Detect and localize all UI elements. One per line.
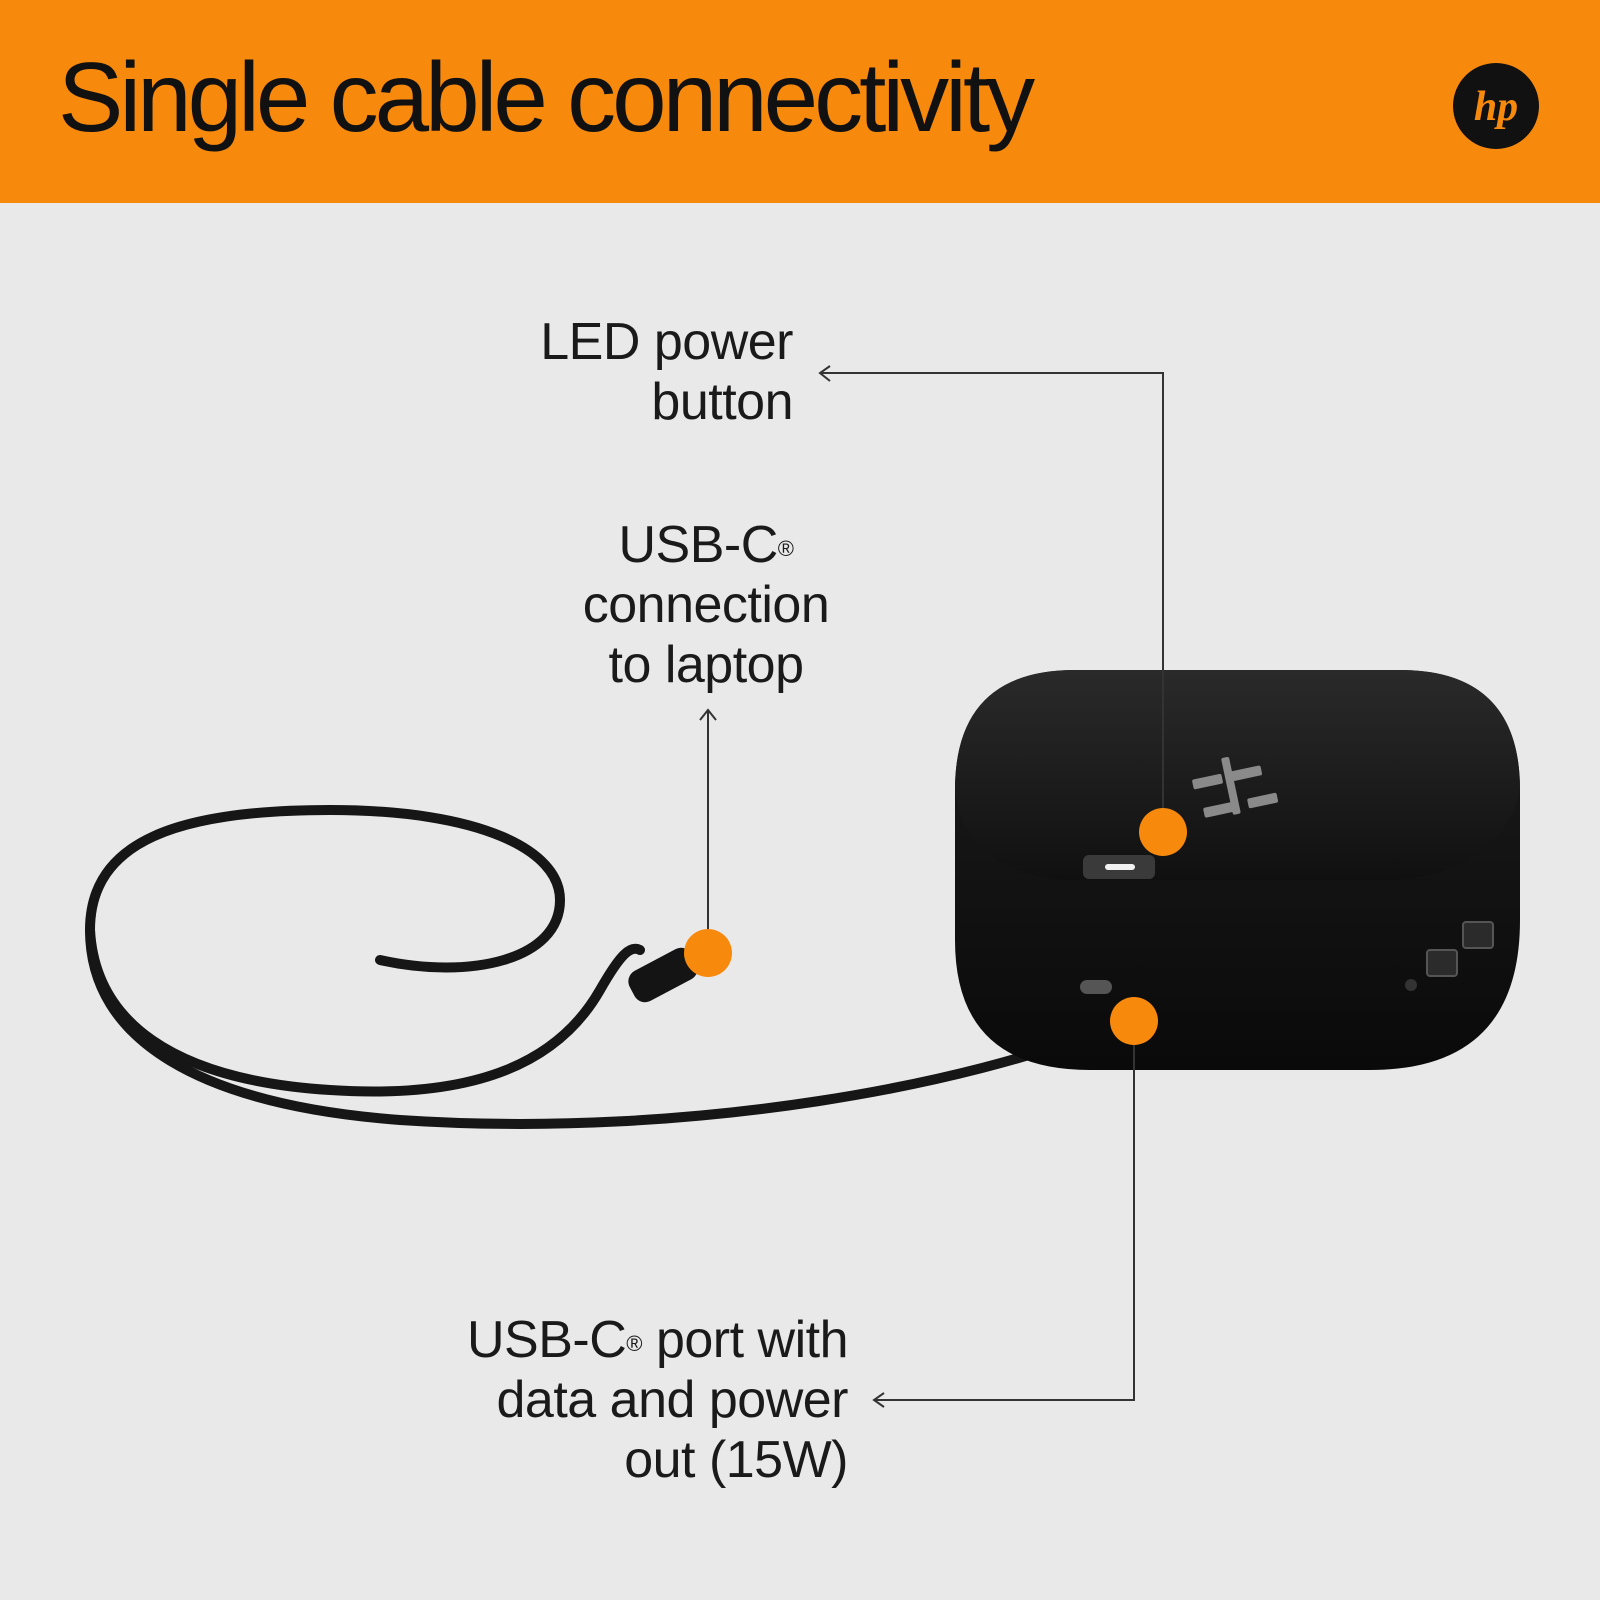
callout-usb-c-port: USB-C® port with data and power out (15W…	[400, 1310, 849, 1490]
usb-a-port	[1462, 921, 1494, 949]
usb-c-port	[1080, 980, 1112, 994]
orange-dot-icon	[684, 929, 732, 977]
header-bar: Single cable connectivity hp	[0, 0, 1600, 203]
arrow-head-icon	[699, 708, 717, 721]
orange-dot-icon	[1139, 808, 1187, 856]
callout-line: connection	[582, 576, 830, 634]
usb-c-cable	[84, 804, 1105, 1129]
callout-line: USB-C®	[560, 515, 852, 575]
hp-logo-text: hp	[1474, 84, 1518, 130]
callout-line: data and power	[496, 1371, 849, 1429]
callout-text: port with	[642, 1311, 849, 1369]
callout-line: USB-C® port with	[400, 1310, 848, 1370]
callout-led-power-button: LED power button	[520, 312, 793, 432]
cable-loop	[85, 925, 645, 1097]
hp-logo-icon: hp	[1453, 63, 1539, 149]
callout-line: to laptop	[608, 636, 805, 694]
callout-text: USB-C	[467, 1311, 627, 1369]
docking-station	[955, 670, 1520, 1070]
arrow-head-icon	[818, 365, 831, 382]
led-power-button	[1083, 855, 1155, 879]
callout-line: out (15W)	[624, 1431, 848, 1489]
callout-text: USB-C	[618, 516, 778, 574]
registered-mark: ®	[626, 1331, 643, 1356]
dock-hp-logo-icon	[1192, 756, 1279, 818]
arrow-head-icon	[872, 1392, 885, 1408]
port-leader-line	[874, 1026, 1135, 1401]
orange-dot-icon	[1110, 997, 1158, 1045]
leader-lines	[699, 365, 1164, 1408]
usb-a-port	[1426, 949, 1458, 977]
callout-line: button	[651, 373, 793, 431]
callout-line: LED power	[540, 313, 793, 371]
audio-jack	[1405, 979, 1417, 991]
callout-usb-c-connection: USB-C® connection to laptop	[560, 515, 852, 695]
led-leader-line	[820, 372, 1164, 832]
page-title: Single cable connectivity	[58, 42, 1035, 152]
registered-mark: ®	[777, 536, 794, 561]
